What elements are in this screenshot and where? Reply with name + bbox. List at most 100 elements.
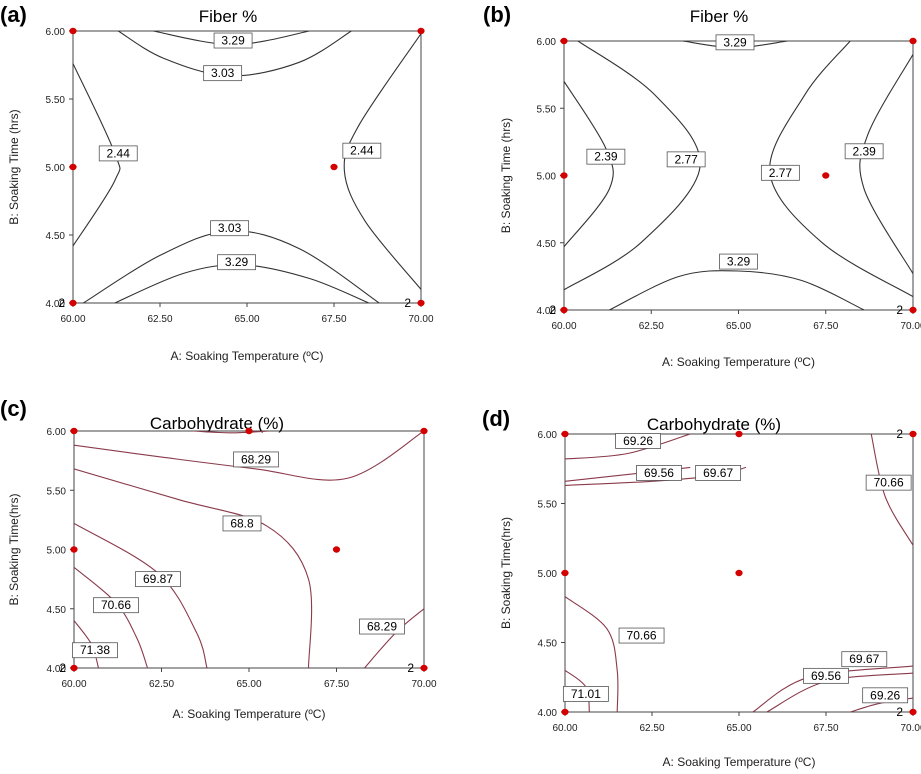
contour-label-box: [719, 253, 758, 270]
design-point: [70, 664, 78, 672]
design-point: [417, 27, 425, 35]
chart-title: Carbohydrate (%): [647, 415, 781, 434]
contour-line: [74, 431, 424, 481]
y-tick-label: 6.00: [537, 37, 557, 48]
design-point: [332, 546, 341, 553]
x-tick-label: 60.00: [552, 723, 577, 734]
contour-label-box: [222, 515, 262, 532]
x-tick-label: 67.50: [813, 723, 838, 734]
contour-line: [870, 434, 913, 546]
contour-label: 70.66: [101, 598, 131, 612]
contour-label-box: [233, 451, 279, 468]
contour-line: [564, 81, 614, 248]
contour-label-box: [213, 32, 253, 49]
y-tick-label: 5.00: [537, 172, 557, 183]
x-tick-label: 62.50: [639, 321, 664, 332]
contour-label: 70.66: [874, 476, 904, 490]
contour-label: 2.77: [674, 152, 698, 166]
x-tick-label: 70.00: [900, 723, 921, 734]
x-axis-label: A: Soaking Temperature (ºC): [663, 755, 816, 769]
design-point: [420, 664, 428, 672]
y-tick-label: 4.00: [47, 664, 67, 675]
design-point: [560, 37, 568, 45]
contour-label: 68.29: [367, 620, 397, 634]
contour-line: [364, 608, 424, 668]
contour-label: 69.67: [849, 652, 879, 666]
design-point: [561, 708, 569, 716]
contour-label: 2.39: [594, 150, 618, 164]
chart-title: Carbohydrate (%): [150, 414, 284, 433]
chart-title: Fiber %: [199, 7, 258, 26]
contour-label-box: [615, 433, 661, 449]
design-point: [420, 427, 428, 435]
contour-line: [74, 566, 149, 668]
contour-line: [565, 596, 619, 712]
contour-label: 3.03: [211, 66, 235, 80]
contour-label: 69.26: [623, 434, 653, 448]
design-point: [245, 427, 253, 435]
contour-label-box: [562, 686, 609, 702]
y-tick-label: 5.00: [538, 569, 558, 580]
contour-label-box: [72, 642, 118, 659]
y-tick-label: 5.50: [537, 104, 557, 115]
replicate-count-label: 2: [896, 705, 903, 719]
replicate-count-label: 2: [58, 296, 65, 310]
design-point: [909, 37, 917, 45]
y-tick-label: 6.00: [47, 427, 67, 438]
contour-label-box: [715, 34, 755, 51]
y-tick-label: 4.50: [538, 639, 558, 650]
x-tick-label: 65.00: [726, 723, 751, 734]
contour-label: 2.44: [350, 144, 374, 158]
x-tick-label: 67.50: [813, 321, 838, 332]
chart-panel-2: (b)Fiber %60.0062.5065.0067.5070.004.004…: [483, 2, 921, 369]
y-tick-label: 4.50: [46, 231, 66, 242]
contour-label: 70.66: [627, 629, 657, 643]
x-tick-label: 60.00: [60, 314, 85, 325]
x-tick-label: 70.00: [411, 679, 436, 690]
contour-label-box: [342, 142, 382, 159]
design-point: [560, 306, 568, 314]
contour-label: 69.56: [811, 669, 841, 683]
contour-label-box: [203, 65, 243, 82]
contour-line: [114, 264, 370, 303]
contour-line: [609, 270, 865, 310]
replicate-count-label: 2: [896, 303, 903, 317]
panel-letter: (a): [0, 2, 27, 27]
contour-label: 71.38: [80, 643, 110, 657]
contour-label: 3.29: [727, 255, 751, 269]
chart-title: Fiber %: [690, 7, 749, 26]
y-tick-label: 4.50: [47, 605, 67, 616]
replicate-count-label: 2: [896, 427, 903, 441]
replicate-count-label: 2: [404, 296, 411, 310]
contour-label: 68.29: [241, 452, 271, 466]
contour-label-box: [760, 164, 800, 181]
contour-label-box: [803, 667, 849, 684]
panel-letter: (d): [482, 406, 510, 431]
design-point: [69, 299, 77, 307]
y-axis-label: B: Soaking Time(hrs): [7, 493, 21, 605]
x-tick-label: 60.00: [551, 321, 576, 332]
contour-label: 3.03: [218, 221, 242, 235]
y-tick-label: 6.00: [46, 27, 66, 38]
y-tick-label: 4.50: [537, 239, 557, 250]
y-axis-label: B: Soaking Time(hrs): [499, 517, 513, 629]
design-point: [909, 708, 917, 716]
replicate-count-label: 2: [59, 661, 66, 675]
contour-label: 68.8: [230, 516, 254, 530]
contour-label-box: [862, 687, 909, 704]
design-point: [70, 546, 78, 553]
design-point: [561, 430, 569, 438]
design-point: [330, 163, 338, 171]
contour-label-box: [844, 143, 884, 160]
x-tick-label: 67.50: [324, 679, 349, 690]
y-tick-label: 4.00: [46, 299, 66, 310]
y-tick-label: 5.00: [47, 546, 67, 557]
contour-line: [74, 468, 313, 668]
contour-line: [74, 522, 208, 668]
contour-lines: [564, 41, 913, 310]
x-tick-label: 70.00: [900, 321, 921, 332]
contour-label: 69.56: [644, 466, 674, 480]
contour-label-box: [695, 465, 742, 481]
